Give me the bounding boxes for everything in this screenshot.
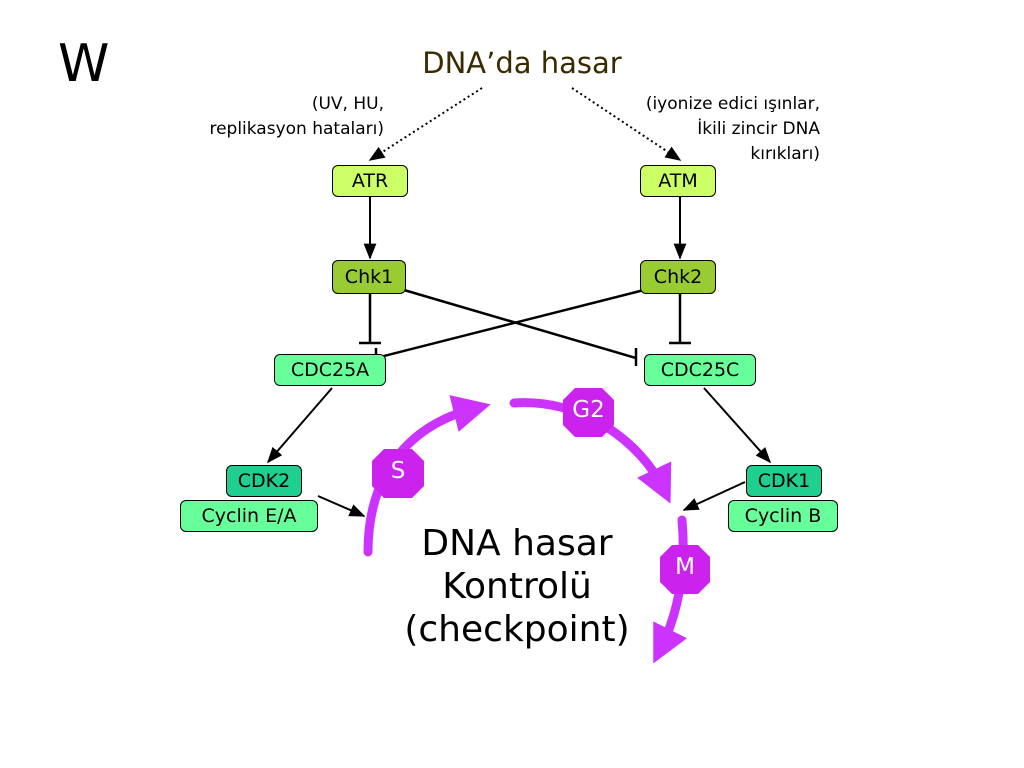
checkpoint-line-3: (checkpoint) [404,609,630,650]
cyclin-b-node: Cyclin B [728,500,838,532]
inhibit-chk1-cdc25c [403,288,637,360]
arrow-cdk1-cycle [682,481,746,511]
cdc25a-node: CDC25A [274,354,386,386]
chk1-node: Chk1 [332,260,406,294]
g2-phase-octagon [563,388,614,437]
cdk2-node: CDK2 [226,465,302,497]
arrow-cdc25a-cdk2 [266,387,333,464]
inhibit-chk2-cdc25a [375,288,645,360]
g2-phase-label: G2 [572,397,605,423]
m-phase-label: M [675,554,695,580]
checkpoint-line-2: Kontrolü [442,566,592,607]
s-phase-octagon [372,449,424,498]
arrow-cdc25c-cdk1 [703,387,772,464]
left-cause-line-1: (UV, HU, [311,94,384,114]
right-cause-line-1: (iyonize edici ışınlar, [645,94,820,114]
slide-letter: W [58,34,110,94]
m-phase-octagon [660,545,710,594]
cdk1-node: CDK1 [746,465,822,497]
atr-node: ATR [332,165,408,197]
cyclin-ea-node: Cyclin E/A [180,500,318,532]
left-cause-note: (UV, HU, replikasyon hataları) [209,92,384,142]
right-cause-note: (iyonize edici ışınlar, İkili zincir DNA… [608,92,820,167]
cdc25c-node: CDC25C [644,354,756,386]
arrow-cdk2-cycle [317,495,366,517]
diagram-title: DNA’da hasar [422,46,622,80]
dotted-arrow-to-atm [571,87,682,161]
checkpoint-label: DNA hasar Kontrolü (checkpoint) [0,522,1024,651]
atm-node: ATM [640,165,716,197]
chk2-node: Chk2 [640,260,716,294]
right-cause-line-2: İkili zincir DNA [697,119,820,139]
left-cause-line-2: replikasyon hataları) [209,119,384,139]
s-phase-label: S [390,458,406,484]
dotted-arrow-to-atr [368,87,483,161]
right-cause-line-3: kırıkları) [750,144,820,164]
checkpoint-line-1: DNA hasar [421,523,613,564]
